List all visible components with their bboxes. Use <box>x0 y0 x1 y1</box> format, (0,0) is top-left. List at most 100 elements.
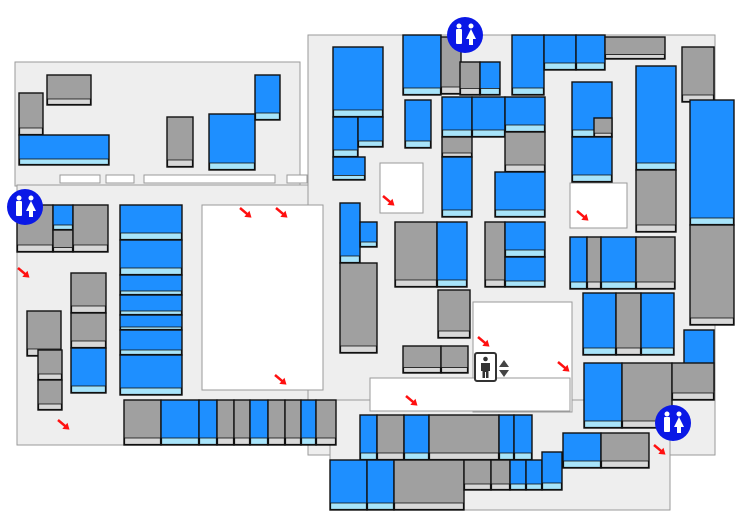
store-unit[interactable] <box>166 116 194 168</box>
store-blue[interactable] <box>119 239 183 276</box>
store-gray[interactable] <box>70 312 107 349</box>
store-blue[interactable] <box>543 34 577 71</box>
store-unit[interactable] <box>681 46 715 103</box>
store-unit[interactable] <box>404 99 432 149</box>
store-unit[interactable] <box>569 236 588 290</box>
store-unit[interactable] <box>635 65 677 171</box>
store-gray[interactable] <box>463 459 492 491</box>
store-gray[interactable] <box>437 289 471 339</box>
store-blue[interactable] <box>359 414 378 461</box>
store-blue[interactable] <box>119 354 183 396</box>
store-blue[interactable] <box>562 432 602 469</box>
store-unit[interactable] <box>376 414 405 461</box>
store-unit[interactable] <box>72 204 109 253</box>
store-blue[interactable] <box>511 34 545 96</box>
store-unit[interactable] <box>339 202 361 264</box>
store-gray[interactable] <box>615 292 642 356</box>
store-gray[interactable] <box>26 310 62 357</box>
store-blue[interactable] <box>404 99 432 149</box>
store-blue[interactable] <box>18 134 110 166</box>
store-unit[interactable] <box>635 236 676 290</box>
store-blue[interactable] <box>504 96 546 133</box>
store-unit[interactable] <box>359 221 378 248</box>
store-gray[interactable] <box>635 236 676 290</box>
store-unit[interactable] <box>689 99 735 226</box>
store-unit[interactable] <box>441 156 473 218</box>
store-gray[interactable] <box>490 459 511 491</box>
store-gray[interactable] <box>37 379 63 411</box>
store-unit[interactable] <box>254 74 281 121</box>
store-unit[interactable] <box>366 459 395 511</box>
store-blue[interactable] <box>357 116 384 148</box>
store-blue[interactable] <box>525 459 543 491</box>
store-unit[interactable] <box>70 347 107 394</box>
store-unit[interactable] <box>436 221 468 288</box>
store-unit[interactable] <box>635 169 677 233</box>
store-blue[interactable] <box>70 347 107 394</box>
store-blue[interactable] <box>575 34 606 71</box>
store-gray[interactable] <box>216 399 235 446</box>
store-gray[interactable] <box>52 229 74 253</box>
store-gray[interactable] <box>600 432 650 469</box>
store-blue[interactable] <box>332 116 359 158</box>
store-gray[interactable] <box>267 399 286 446</box>
store-blue[interactable] <box>332 46 384 118</box>
store-unit[interactable] <box>208 113 256 171</box>
store-gray[interactable] <box>376 414 405 461</box>
store-unit[interactable] <box>511 34 545 96</box>
store-unit[interactable] <box>640 292 675 356</box>
store-blue[interactable] <box>366 459 395 511</box>
store-blue[interactable] <box>329 459 368 511</box>
store-gray[interactable] <box>37 349 63 381</box>
store-unit[interactable] <box>329 459 368 511</box>
store-blue[interactable] <box>339 202 361 264</box>
store-blue[interactable] <box>582 292 617 356</box>
store-unit[interactable] <box>394 221 438 288</box>
restroom-icon[interactable] <box>655 405 691 441</box>
store-blue[interactable] <box>494 171 546 218</box>
store-gray[interactable] <box>123 399 162 446</box>
restroom-icon[interactable] <box>7 189 43 225</box>
store-gray[interactable] <box>166 116 194 168</box>
store-blue[interactable] <box>504 256 546 288</box>
store-gray[interactable] <box>284 399 302 446</box>
store-blue[interactable] <box>119 274 183 296</box>
store-blue[interactable] <box>436 221 468 288</box>
store-blue[interactable] <box>583 362 623 429</box>
store-unit[interactable] <box>315 399 337 446</box>
store-blue[interactable] <box>541 451 563 491</box>
store-gray[interactable] <box>604 36 666 60</box>
store-unit[interactable] <box>689 224 735 326</box>
store-gray[interactable] <box>586 236 602 290</box>
store-unit[interactable] <box>600 236 637 290</box>
elevator-icon[interactable] <box>474 352 497 382</box>
store-gray[interactable] <box>689 224 735 326</box>
store-unit[interactable] <box>479 61 501 96</box>
store-blue[interactable] <box>513 414 533 461</box>
store-blue[interactable] <box>441 96 473 138</box>
store-unit[interactable] <box>332 46 384 118</box>
store-blue[interactable] <box>300 399 317 446</box>
store-blue[interactable] <box>119 329 183 356</box>
store-gray[interactable] <box>504 131 546 173</box>
store-gray[interactable] <box>18 92 44 136</box>
store-gray[interactable] <box>593 117 613 138</box>
store-unit[interactable] <box>403 414 430 461</box>
store-unit[interactable] <box>582 292 617 356</box>
store-blue[interactable] <box>254 74 281 121</box>
store-gray[interactable] <box>459 61 481 96</box>
store-gray[interactable] <box>671 362 715 401</box>
store-gray[interactable] <box>315 399 337 446</box>
store-blue[interactable] <box>52 204 74 231</box>
store-blue[interactable] <box>359 221 378 248</box>
store-blue[interactable] <box>332 156 366 181</box>
store-unit[interactable] <box>583 362 623 429</box>
store-unit[interactable] <box>615 292 642 356</box>
store-gray[interactable] <box>339 262 378 354</box>
store-blue[interactable] <box>249 399 269 446</box>
store-gray[interactable] <box>635 169 677 233</box>
store-gray[interactable] <box>681 46 715 103</box>
store-unit[interactable] <box>123 399 162 446</box>
